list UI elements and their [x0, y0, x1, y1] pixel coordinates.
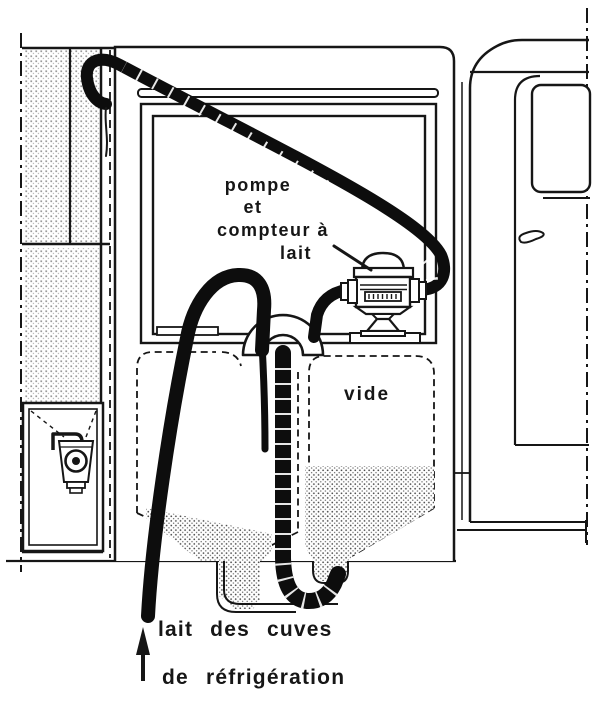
cab-door [513, 74, 541, 445]
cab-window [530, 83, 592, 194]
suction-hose [141, 268, 272, 623]
pump-dome [360, 251, 406, 273]
overwall-hose [80, 53, 451, 296]
labels: pompe et compteur à lait vide lait des c… [158, 175, 390, 689]
source-label-line2: de réfrigération [162, 666, 345, 689]
pump-counter-device [340, 251, 427, 344]
milk-levels [146, 466, 434, 609]
pump-label-line3: compteur à [217, 220, 329, 240]
flow-arrow-up [136, 627, 150, 681]
door-handle [518, 230, 545, 244]
cab-outline [468, 38, 589, 522]
milk-tank-right [305, 466, 434, 561]
milk-jar-device [51, 432, 95, 494]
pump-label-line1: pompe [225, 175, 292, 195]
milk-tank-left [146, 508, 272, 561]
pump-label-line2: et [243, 197, 262, 217]
body-trim-strip [137, 88, 439, 98]
pump-pointer-line [332, 244, 373, 272]
wall-niche [21, 401, 105, 553]
pump-flanges [340, 278, 427, 304]
hoses [80, 53, 451, 623]
tank-empty-label: vide [344, 384, 390, 405]
milk-sump-left [219, 561, 260, 609]
wall-panel-mid [24, 248, 101, 402]
source-label-line1: lait des cuves [158, 618, 333, 641]
truck-cab [454, 38, 592, 543]
milk-drip-line [104, 107, 108, 157]
tank-fill-hose [258, 340, 269, 453]
pump-label-line4: lait [280, 243, 312, 263]
